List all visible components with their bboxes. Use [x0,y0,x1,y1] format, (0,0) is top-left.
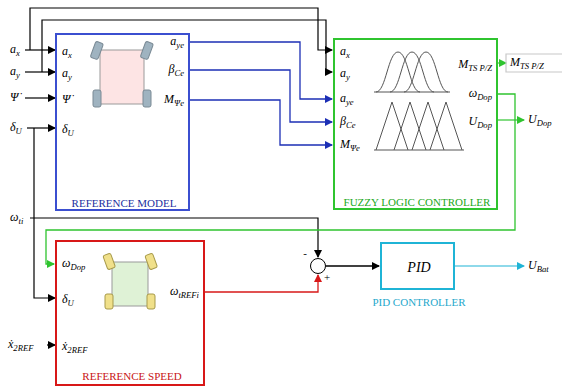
signal-name: ay [10,65,20,78]
membership-functions [374,52,464,150]
signal-port: ay [62,67,72,80]
signal-name: ωti [10,211,23,224]
signal-port: βCe [168,63,184,76]
signal-name: ax [10,43,20,56]
signal-name: UBat [528,259,549,272]
sign-mark: + [324,271,330,283]
signal-port: ωDop [62,257,85,270]
signal-name: δU [10,121,22,134]
block-title: REFERENCE MODEL [72,197,177,209]
signal-port: aye [170,35,184,48]
signal-connector [190,100,332,145]
signal-port: ωtREFi [170,285,199,298]
signal-port: δU [62,123,74,136]
sign-mark: - [303,247,307,259]
reference-model-box: REFERENCE MODEL ax ayΨ̇ δU aye βCeMΨe [55,33,190,211]
signal-port: ax [62,45,72,58]
signal-connector [190,70,332,122]
signal-name: ẋ2REF [8,338,33,351]
signal-port: MΨe [340,138,360,151]
signal-port: UDop [468,115,492,128]
signal-port: ax [340,45,350,58]
signal-port: ωDop [469,87,492,100]
fuzzy-controller-box: FUZZY LOGIC CONTROLLER ax ay aye βCeMΨe MTS P… [333,38,498,210]
signal-port: δU [62,293,74,306]
signal-port: βCe [340,115,356,128]
block-title: PID CONTROLLER [372,296,465,308]
reference-speed-box: REFERENCE SPEED ωDop δU ẋ2REF ωtREFi [55,240,205,386]
signal-name: Ψ̇ [10,91,18,104]
sum-junction: -+ [310,258,326,274]
signal-name: UDop [528,113,552,126]
signal-port: aye [340,92,354,105]
output-wires [455,54,562,266]
block-title: REFERENCE SPEED [82,370,181,382]
input-wires [25,8,332,345]
signal-connector [205,275,318,292]
reference-car [90,41,153,107]
signal-port: ẋ2REF [62,340,87,353]
block-label: PID [407,260,430,275]
pid-box: PIDPID CONTROLLER [380,242,455,290]
signal-connector [326,265,379,266]
speed-car [103,253,158,309]
signal-port: MTS P/Z [458,58,492,71]
signal-port: ay [340,67,350,80]
block-title: FUZZY LOGIC CONTROLLER [344,196,491,208]
signal-port: Ψ̇ [62,93,70,106]
signal-port: MΨe [164,93,184,106]
signal-connector [46,94,515,264]
signal-name: MTS P/Z [510,56,544,69]
